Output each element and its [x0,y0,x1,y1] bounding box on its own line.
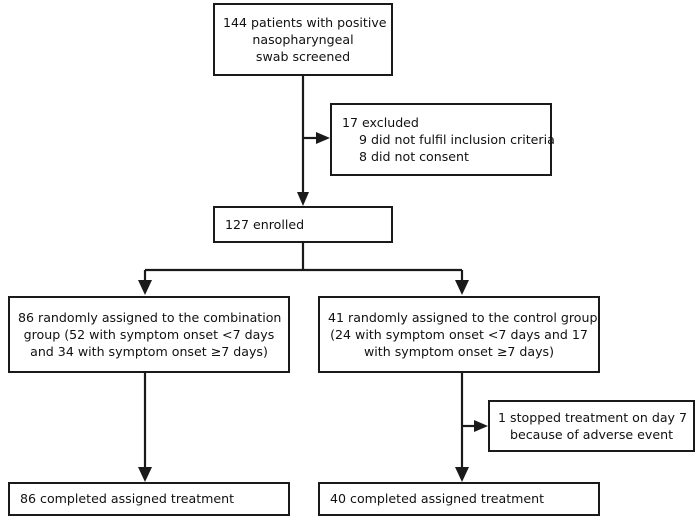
node-stopped-treatment: 1 stopped treatment on day 7 because of … [488,400,695,452]
node-excluded-line-2: 9 did not fulfil inclusion criteria [359,131,555,147]
node-screened-line-1: 144 patients with positive [223,14,387,30]
arrowhead-enrolled [297,192,309,206]
node-screened-line-2: nasopharyngeal [252,31,354,47]
node-completed-combination: 86 completed assigned treatment [8,482,290,516]
node-completed-combination-line-1: 86 completed assigned treatment [20,491,235,507]
node-combination-group-line-1: 86 randomly assigned to the combination [18,309,282,325]
node-stopped-treatment-line-2: because of adverse event [509,427,674,442]
arrowhead-completed-control [455,467,469,482]
node-control-group-line-3: with symptom onset ≥7 days) [363,344,555,360]
node-screened: 144 patients with positive nasopharyngea… [213,3,393,76]
arrowhead-completed-combination [138,467,152,482]
node-stopped-treatment-line-1: 1 stopped treatment on day 7 [498,409,688,425]
arrowhead-excluded [316,132,330,144]
node-enrolled-line-1: 127 enrolled [225,216,305,232]
node-control-group-line-2: (24 with symptom onset <7 days and 17 [330,326,588,342]
node-screened-line-3: swab screened [255,49,351,65]
node-excluded-line-1: 17 excluded [342,114,419,130]
arrowhead-control [455,280,469,295]
node-enrolled: 127 enrolled [213,206,393,243]
node-combination-group-line-2: group (52 with symptom onset <7 days [23,326,275,342]
node-completed-control-line-1: 40 completed assigned treatment [330,491,545,507]
node-combination-group-line-3: and 34 with symptom onset ≥7 days) [30,344,268,360]
arrowhead-stopped-treatment [474,420,488,432]
node-excluded-line-3: 8 did not consent [359,149,469,165]
node-excluded: 17 excluded 9 did not fulfil inclusion c… [330,103,555,176]
node-control-group: 41 randomly assigned to the control grou… [318,296,600,373]
node-control-group-line-1: 41 randomly assigned to the control grou… [328,309,598,325]
arrowhead-combination [138,280,152,295]
node-combination-group: 86 randomly assigned to the combination … [8,296,290,373]
node-completed-control: 40 completed assigned treatment [318,482,600,516]
